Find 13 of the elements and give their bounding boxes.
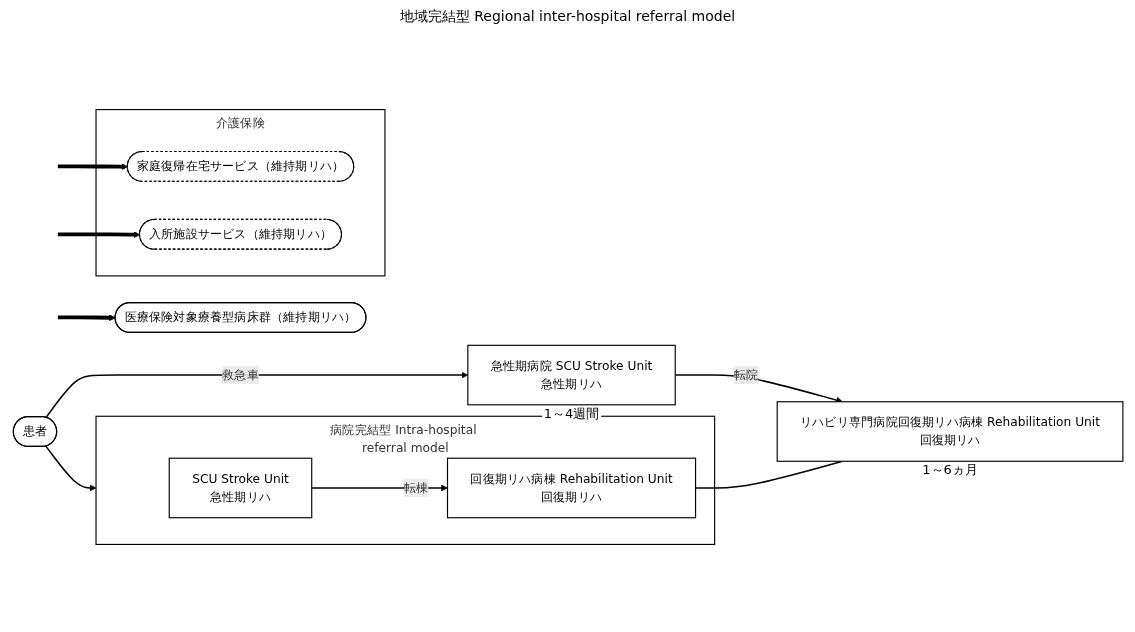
arrow — [57, 314, 116, 322]
arrow — [57, 163, 128, 171]
edge-label: 転院 — [733, 367, 759, 382]
arrow — [57, 231, 141, 238]
node-box: SCU Stroke Unit 急性期リハ — [168, 457, 313, 519]
duration-label: 1～4週間 — [541, 405, 602, 421]
arrow — [45, 445, 97, 492]
node-box: 急性期病院 SCU Stroke Unit 急性期リハ — [467, 344, 676, 406]
edge-label: 救急車 — [222, 367, 259, 382]
node-box: リハビリ専門病院回復期リハ病棟 Rehabilitation Unit 回復期リハ — [776, 401, 1124, 462]
node-box: 回復期リハ病棟 Rehabilitation Unit 回復期リハ — [446, 457, 697, 519]
group-title: 地域完結型 Regional inter-hospital referral model — [399, 8, 736, 24]
edge-label: 転棟 — [404, 480, 429, 495]
